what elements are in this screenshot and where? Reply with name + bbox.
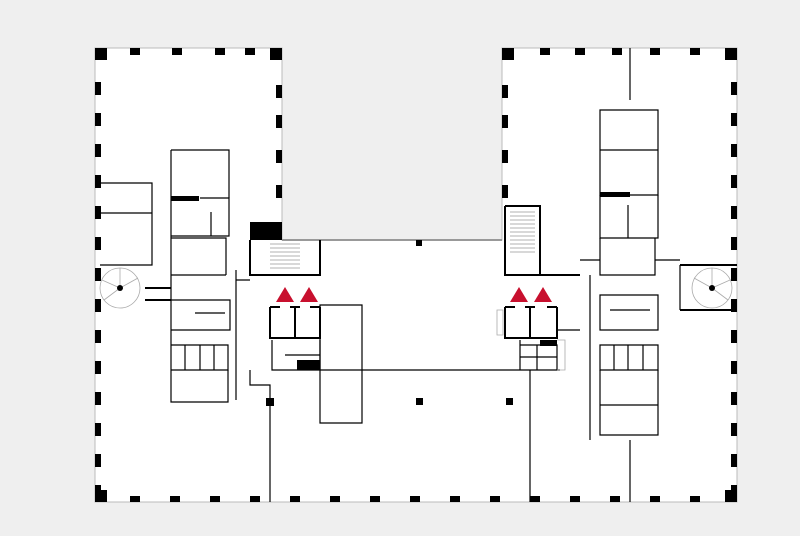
wall-column: [95, 82, 101, 95]
wall-column: [502, 185, 508, 198]
wall-column: [650, 48, 660, 55]
right-core: [496, 205, 580, 371]
wall-column: [290, 496, 300, 502]
wall-column: [276, 115, 282, 128]
wall-column: [95, 237, 101, 250]
wall-column: [172, 48, 182, 55]
stair-treads-right: [510, 211, 535, 253]
wall-column: [276, 85, 282, 98]
wall-column: [731, 330, 737, 343]
wall-column: [530, 496, 540, 502]
wall-column: [731, 82, 737, 95]
corner-column: [95, 48, 107, 60]
wall-column: [731, 144, 737, 157]
wall-column: [502, 115, 508, 128]
wall-column: [95, 423, 101, 436]
wall-column: [170, 496, 180, 502]
wall-column: [95, 175, 101, 188]
wall-column: [95, 485, 101, 498]
courtyard-glazing: [250, 222, 502, 246]
wall-column: [502, 150, 508, 163]
wall-column: [731, 454, 737, 467]
wall-column: [731, 113, 737, 126]
wall-column: [731, 237, 737, 250]
wall-column: [731, 175, 737, 188]
wall-column: [731, 206, 737, 219]
wall-column: [502, 85, 508, 98]
wall-column: [410, 496, 420, 502]
wall-column: [95, 454, 101, 467]
wall-column: [690, 48, 700, 55]
elevator-marker: [276, 287, 294, 302]
wall-column: [731, 268, 737, 281]
wall-column: [540, 48, 550, 55]
wall-column: [731, 485, 737, 498]
wall-column: [95, 268, 101, 281]
wall-column: [610, 496, 620, 502]
elevator-marker: [510, 287, 528, 302]
left-core: [249, 240, 363, 502]
wall-column: [210, 496, 220, 502]
wall-column: [370, 496, 380, 502]
elevator-marker: [534, 287, 552, 302]
right-wing-rooms: [580, 48, 737, 502]
wall-column: [450, 496, 460, 502]
elevator-marker: [300, 287, 318, 302]
corner-column: [270, 48, 282, 60]
wall-column: [95, 144, 101, 157]
wall-column: [650, 496, 660, 502]
left-wing-rooms: [99, 149, 250, 403]
wall-column: [245, 48, 255, 55]
wall-column: [690, 496, 700, 502]
wall-column: [95, 361, 101, 374]
elevator-markers: [276, 287, 552, 302]
wall-column: [130, 48, 140, 55]
wall-column: [130, 496, 140, 502]
wall-column: [570, 496, 580, 502]
wall-column: [276, 150, 282, 163]
stair-treads-left: [270, 243, 300, 269]
wall-column: [575, 48, 585, 55]
wall-column: [612, 48, 622, 55]
wall-column: [731, 392, 737, 405]
wall-column: [330, 496, 340, 502]
wall-column: [215, 48, 225, 55]
wall-column: [731, 299, 737, 312]
wall-column: [731, 423, 737, 436]
wall-column: [95, 330, 101, 343]
wall-column: [250, 496, 260, 502]
wall-column: [276, 185, 282, 198]
wall-column: [95, 392, 101, 405]
wall-column: [731, 361, 737, 374]
wall-column: [95, 206, 101, 219]
wall-column: [490, 496, 500, 502]
wall-column: [95, 299, 101, 312]
wall-column: [95, 113, 101, 126]
corner-column: [725, 48, 737, 60]
perimeter-walls: [95, 48, 737, 502]
corner-column: [502, 48, 514, 60]
